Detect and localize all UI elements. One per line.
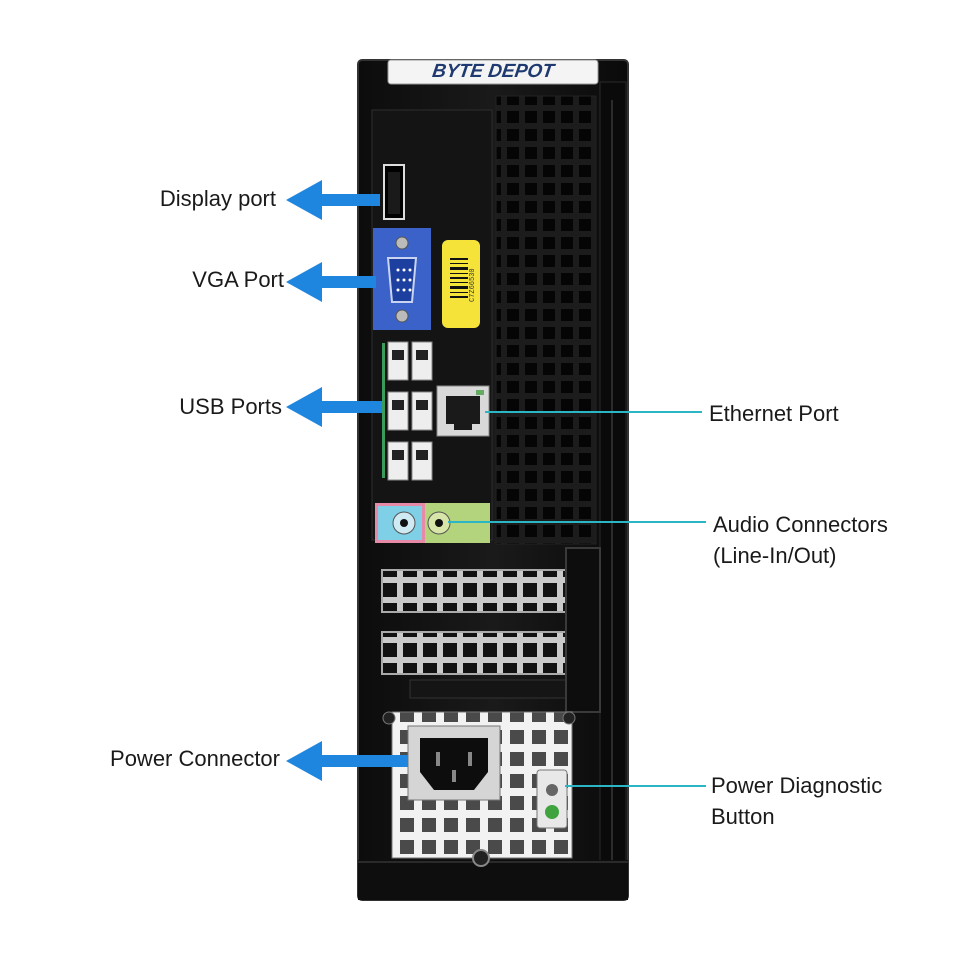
usb-ports-arrow <box>286 387 382 427</box>
expansion-slots <box>381 547 601 713</box>
displayport-connector[interactable] <box>383 164 405 220</box>
brand-plate <box>387 59 599 85</box>
display-port-arrow <box>286 180 380 220</box>
power-connector-arrow <box>286 741 408 781</box>
label-ethernet-port: Ethernet Port <box>709 401 839 426</box>
ethernet-port[interactable] <box>436 385 490 437</box>
audio-connectors[interactable] <box>375 503 490 543</box>
label-vga-port: VGA Port <box>192 267 284 292</box>
power-connector[interactable] <box>407 725 501 801</box>
usb-ports[interactable] <box>382 341 433 481</box>
vga-port[interactable] <box>373 228 431 330</box>
label-power-diagnostic: Power Diagnostic <box>711 773 883 798</box>
label-power-diagnostic-sub: Button <box>711 804 775 829</box>
label-power-connector: Power Connector <box>110 746 280 771</box>
power-diagnostic-button[interactable] <box>536 769 568 829</box>
label-audio-connectors: Audio Connectors <box>713 512 888 537</box>
vga-port-arrow <box>286 262 376 302</box>
barcode-sticker <box>442 240 480 328</box>
label-display-port: Display port <box>159 186 276 211</box>
brand-plate-text: BYTE DEPOT <box>430 61 556 82</box>
barcode-text: C7Z66530 <box>469 268 477 302</box>
label-usb-ports: USB Ports <box>179 394 282 419</box>
label-audio-connectors-sub: (Line-In/Out) <box>713 543 837 568</box>
ventilation-grille <box>495 95 597 545</box>
